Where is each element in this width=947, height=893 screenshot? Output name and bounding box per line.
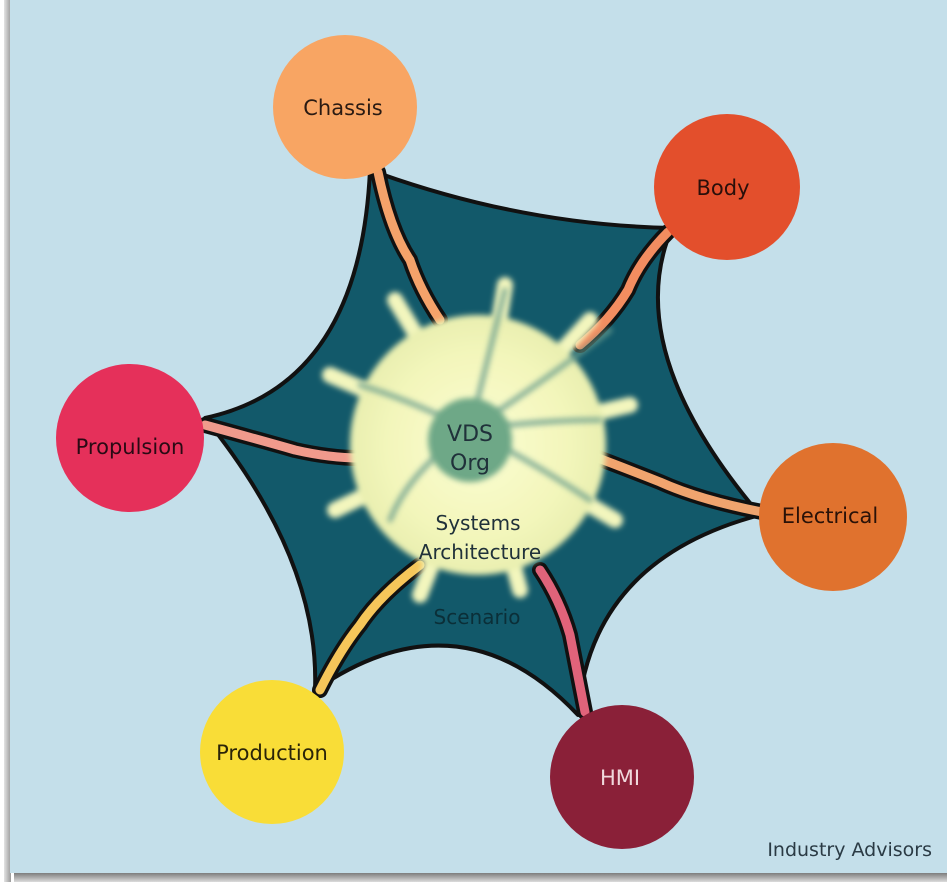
core-label-line2: Org: [450, 451, 490, 476]
frame-shadow-bottom: [14, 873, 947, 882]
node-body[interactable]: Body: [654, 114, 800, 260]
node-chassis[interactable]: Chassis: [273, 35, 417, 179]
node-electrical-circle: [759, 443, 907, 591]
node-hmi-circle: [550, 705, 694, 849]
node-production[interactable]: Production: [200, 680, 344, 824]
node-production-label: Production: [216, 741, 328, 765]
node-chassis-circle: [273, 35, 417, 179]
spoke-channels: [197, 164, 770, 720]
scenario-label: Scenario: [434, 605, 521, 629]
node-hmi-label: HMI: [600, 766, 640, 790]
core-label-line1: VDS: [447, 422, 493, 447]
node-propulsion-circle: [56, 364, 204, 512]
node-electrical[interactable]: Electrical: [759, 443, 907, 591]
node-production-circle: [200, 680, 344, 824]
node-hmi[interactable]: HMI: [550, 705, 694, 849]
credit-label: Industry Advisors: [767, 839, 932, 861]
node-body-label: Body: [696, 176, 749, 200]
node-chassis-label: Chassis: [303, 96, 383, 120]
node-propulsion[interactable]: Propulsion: [56, 364, 204, 512]
node-electrical-label: Electrical: [782, 504, 879, 528]
frame-shadow-left: [4, 0, 11, 882]
architecture-label-line2: Architecture: [419, 540, 541, 564]
node-body-circle: [654, 114, 800, 260]
node-propulsion-label: Propulsion: [76, 435, 185, 459]
architecture-label-line1: Systems: [436, 511, 521, 535]
